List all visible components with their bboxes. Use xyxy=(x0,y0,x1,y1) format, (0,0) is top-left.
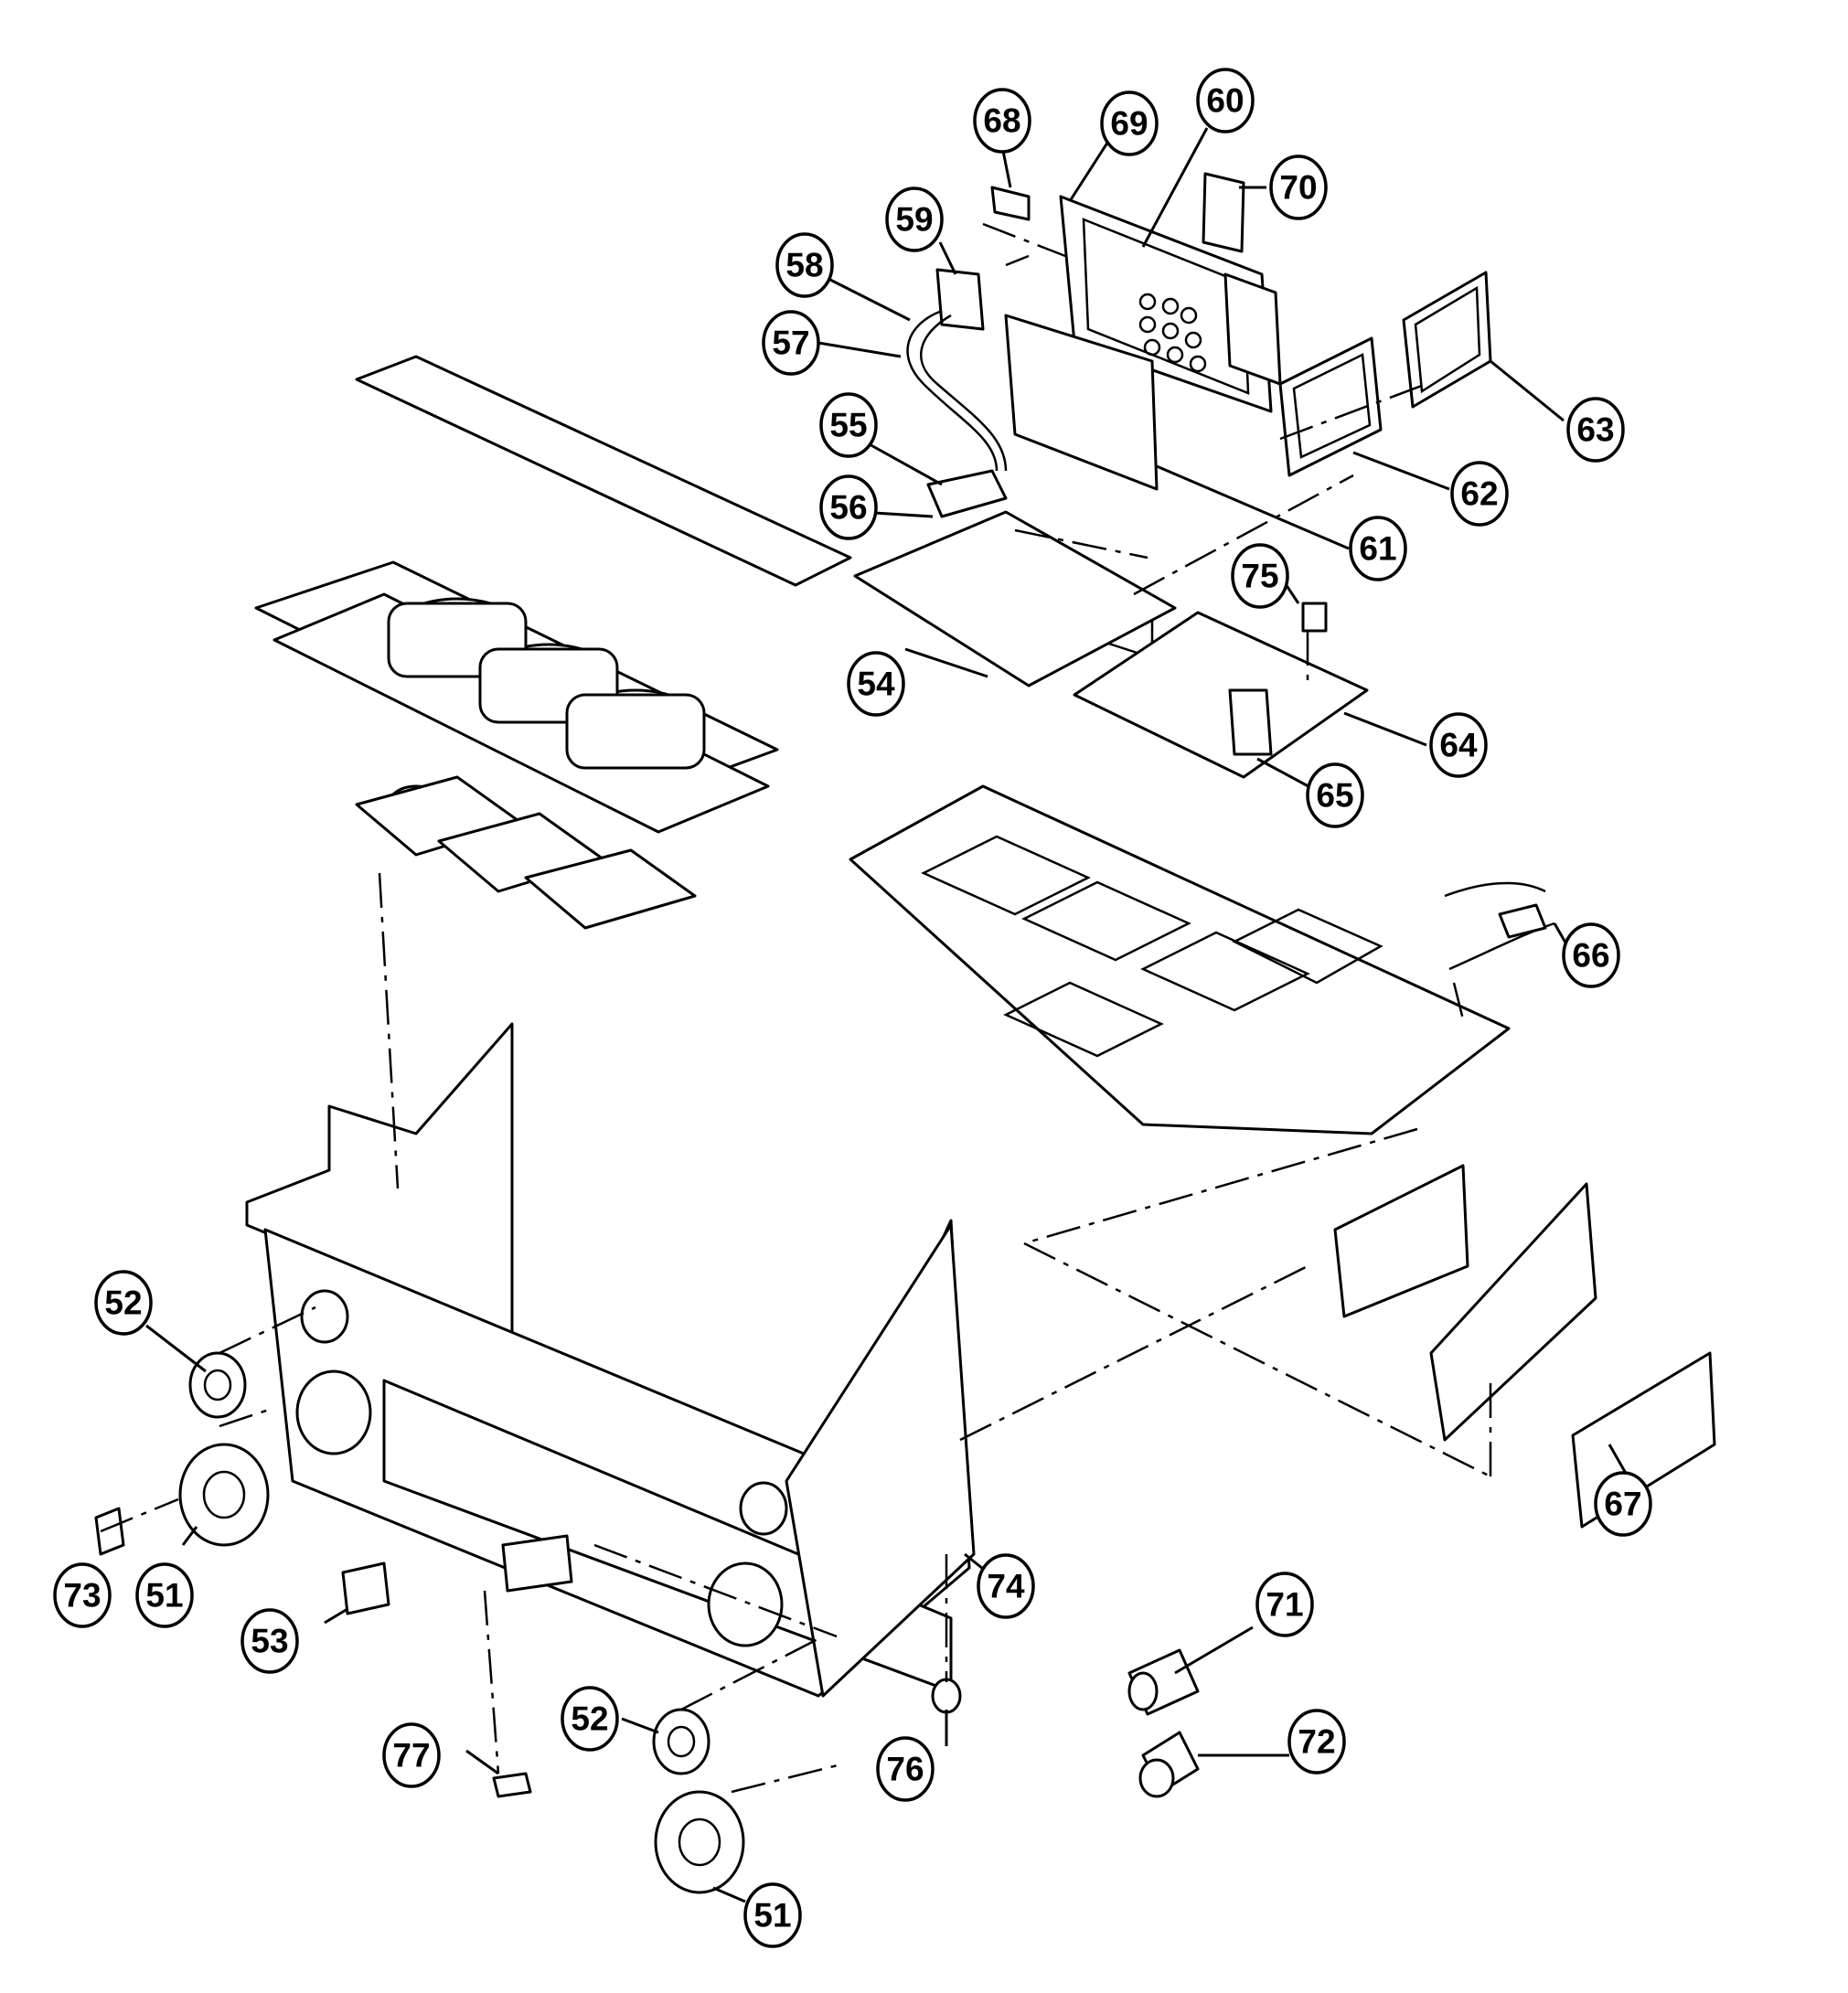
callout-65-label: 65 xyxy=(1316,777,1353,815)
clip-77 xyxy=(492,1772,532,1798)
callout-73: 73 xyxy=(53,1562,112,1628)
callout-64: 64 xyxy=(1429,712,1488,778)
speaker-52-lower xyxy=(652,1708,710,1775)
callout-75-label: 75 xyxy=(1241,558,1278,595)
callout-71: 71 xyxy=(1255,1572,1314,1637)
callout-57: 57 xyxy=(762,310,820,376)
callout-61-label: 61 xyxy=(1359,530,1396,568)
callout-69-label: 69 xyxy=(1110,105,1148,143)
control-board-assembly xyxy=(1059,195,1282,660)
callout-54: 54 xyxy=(847,651,905,717)
callout-55-label: 55 xyxy=(829,407,867,444)
callout-66-label: 66 xyxy=(1572,937,1609,975)
board-64 xyxy=(1073,602,1369,779)
connector-53 xyxy=(341,1561,390,1615)
callout-76: 76 xyxy=(876,1736,935,1802)
callout-63: 63 xyxy=(1566,397,1625,463)
callout-51-lower-label: 51 xyxy=(753,1897,791,1934)
callout-60: 60 xyxy=(1196,68,1255,133)
callout-60-label: 60 xyxy=(1206,82,1244,120)
callout-55: 55 xyxy=(819,392,878,458)
callout-61: 61 xyxy=(1349,516,1407,581)
callout-69: 69 xyxy=(1100,91,1159,156)
callout-51-lower: 51 xyxy=(743,1882,802,1948)
label-sheet-70 xyxy=(1202,172,1245,253)
callout-77: 77 xyxy=(382,1722,441,1788)
callout-51-upper-label: 51 xyxy=(145,1577,183,1615)
sub-board-59 xyxy=(935,268,985,331)
callout-68: 68 xyxy=(973,88,1031,154)
callout-63-label: 63 xyxy=(1576,411,1614,449)
callout-72: 72 xyxy=(1287,1709,1346,1775)
callout-52-lower-label: 52 xyxy=(571,1700,608,1738)
assembly-lines xyxy=(100,222,1492,1794)
callout-62-label: 62 xyxy=(1460,475,1498,513)
callout-52-upper-label: 52 xyxy=(104,1284,142,1322)
ferrite-55-56 xyxy=(926,469,1008,518)
callout-65: 65 xyxy=(1306,762,1364,828)
callout-54-label: 54 xyxy=(857,666,895,703)
callout-59: 59 xyxy=(885,187,944,252)
callout-51-upper: 51 xyxy=(135,1562,194,1628)
speaker-51-upper xyxy=(178,1443,270,1547)
callout-75: 75 xyxy=(1231,543,1289,609)
callout-59-label: 59 xyxy=(895,201,933,239)
side-panel-74 xyxy=(785,1223,976,1698)
callout-62: 62 xyxy=(1450,461,1509,527)
callout-52-upper: 52 xyxy=(94,1270,153,1336)
callout-67-label: 67 xyxy=(1604,1486,1641,1523)
pcb-61 xyxy=(1004,314,1159,491)
terminal-73 xyxy=(94,1507,125,1556)
callout-67: 67 xyxy=(1594,1471,1652,1537)
speaker-51-lower xyxy=(654,1790,745,1894)
ferrite-core-72 xyxy=(1138,1731,1200,1798)
callout-52-lower: 52 xyxy=(561,1686,619,1752)
callout-74: 74 xyxy=(977,1553,1035,1619)
rear-board-67 xyxy=(1333,1164,1716,1529)
crt-bracket-assembly xyxy=(254,560,779,930)
callout-76-label: 76 xyxy=(886,1751,924,1788)
switch-76 xyxy=(931,1678,962,1714)
callout-66: 66 xyxy=(1562,922,1620,988)
callout-58: 58 xyxy=(775,232,834,298)
callout-72-label: 72 xyxy=(1298,1723,1335,1761)
speaker-52-upper xyxy=(188,1351,247,1419)
cable-57-58 xyxy=(906,309,1008,472)
callout-70-label: 70 xyxy=(1279,169,1317,207)
callout-73-label: 73 xyxy=(63,1577,101,1615)
callout-64-label: 64 xyxy=(1439,727,1478,764)
main-board-54 xyxy=(853,510,1177,687)
callout-74-label: 74 xyxy=(987,1568,1025,1605)
chassis-tray xyxy=(849,784,1511,1135)
filter-62 xyxy=(1278,336,1383,477)
board-retainer-68 xyxy=(990,186,1031,221)
callout-77-label: 77 xyxy=(392,1737,430,1775)
callout-71-label: 71 xyxy=(1266,1586,1303,1624)
ferrite-core-71 xyxy=(1127,1648,1200,1716)
callout-53: 53 xyxy=(240,1608,299,1674)
callout-57-label: 57 xyxy=(772,325,809,362)
callout-68-label: 68 xyxy=(983,102,1020,140)
callout-70: 70 xyxy=(1269,155,1328,220)
callout-56: 56 xyxy=(819,474,878,540)
power-cord-66 xyxy=(1444,881,1555,971)
callout-56-label: 56 xyxy=(829,489,867,527)
callout-53-label: 53 xyxy=(251,1623,288,1660)
callout-leaders xyxy=(145,127,1629,1903)
top-cover-plate xyxy=(355,355,852,587)
callout-58-label: 58 xyxy=(785,247,823,284)
